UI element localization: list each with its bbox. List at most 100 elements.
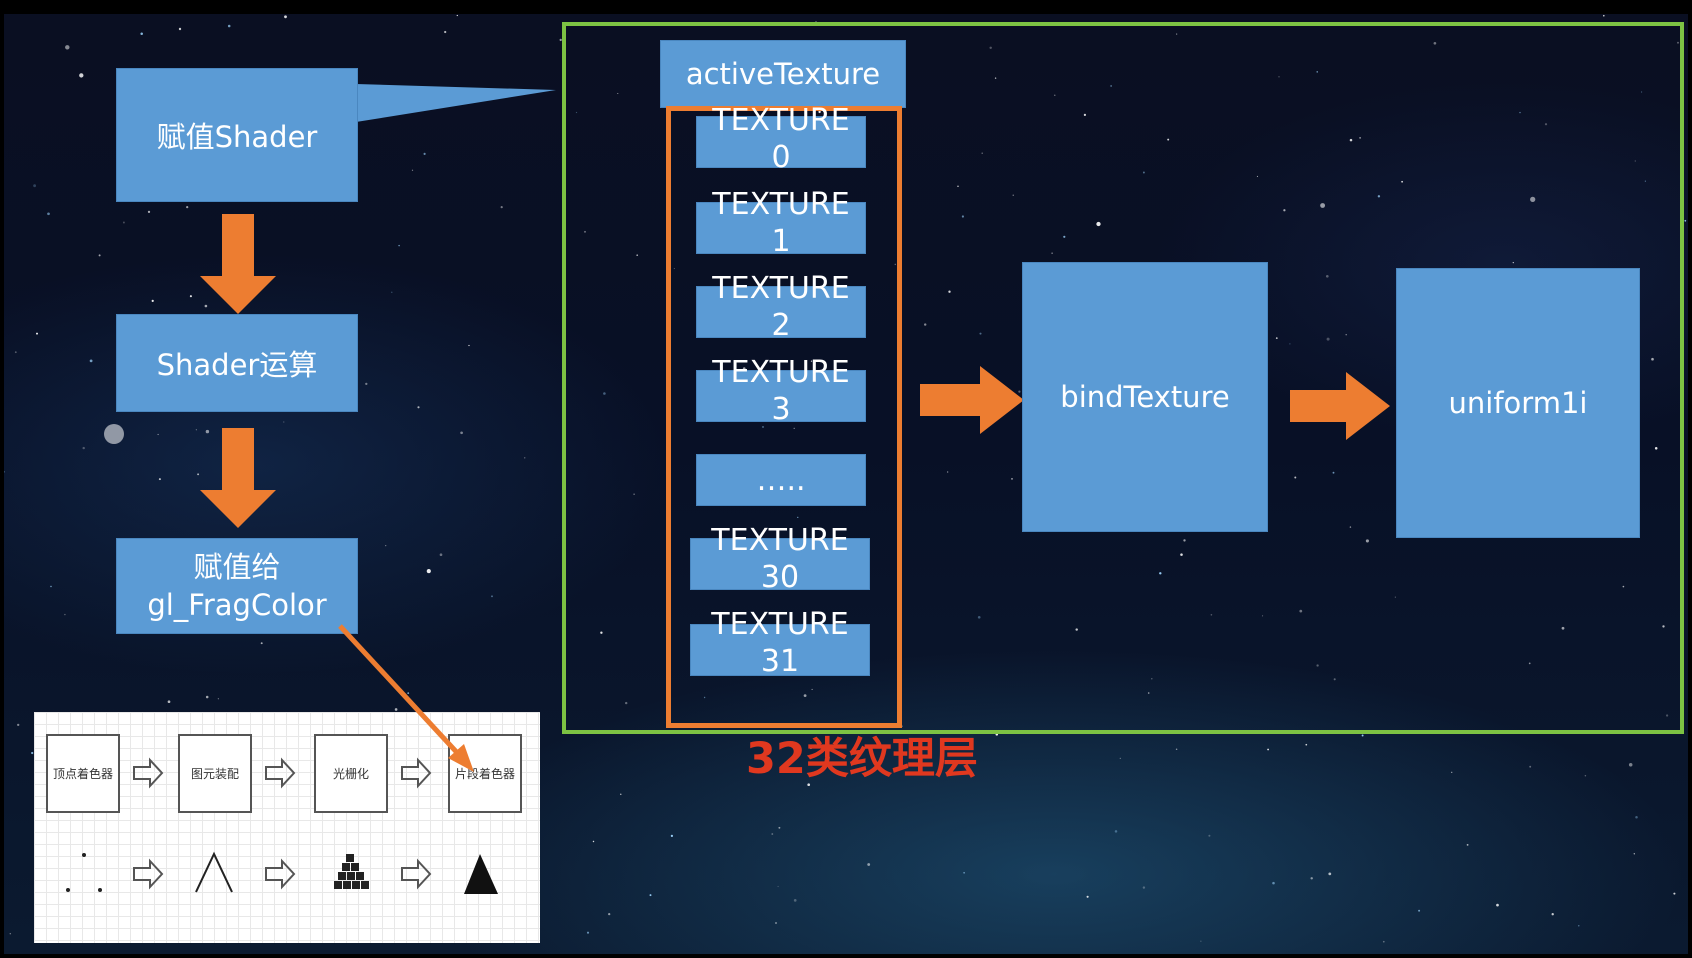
- bind-texture-box: bindTexture: [1022, 262, 1268, 532]
- star: [64, 613, 66, 616]
- star: [1677, 41, 1679, 44]
- texture-layers-caption: 32类纹理层: [746, 734, 978, 784]
- star: [1530, 196, 1536, 203]
- texture-unit-ellipsis: …..: [696, 454, 866, 506]
- star: [603, 392, 606, 395]
- star: [636, 254, 639, 257]
- star: [807, 783, 811, 787]
- star: [673, 268, 675, 270]
- down-arrow-2: [200, 428, 276, 528]
- star: [1256, 175, 1258, 177]
- star: [1119, 757, 1121, 760]
- star: [1628, 763, 1633, 767]
- uniform1i-box: uniform1i: [1396, 268, 1640, 538]
- texture-unit-31: TEXTURE 31: [690, 607, 870, 679]
- star: [1394, 596, 1396, 598]
- primitive-triangle-icon: [195, 851, 233, 893]
- star: [1365, 539, 1369, 543]
- star: [365, 382, 368, 386]
- star: [50, 585, 52, 588]
- star: [1294, 476, 1297, 479]
- star: [1147, 692, 1150, 694]
- star: [31, 751, 34, 755]
- texture-unit-30: TEXTURE 30: [690, 523, 870, 595]
- star: [398, 244, 400, 247]
- star: [17, 723, 20, 727]
- rasterized-triangle-icon: [334, 854, 369, 889]
- hollow-arrow-icon: [133, 757, 432, 890]
- star: [1433, 41, 1437, 45]
- star: [1180, 553, 1183, 556]
- texture-unit-0: TEXTURE 0: [696, 103, 866, 175]
- star: [205, 695, 209, 699]
- star: [1544, 123, 1548, 126]
- star: [1305, 743, 1308, 746]
- star: [1584, 775, 1587, 777]
- star: [1654, 447, 1658, 450]
- star: [1673, 892, 1676, 895]
- star: [811, 688, 813, 690]
- star: [703, 696, 706, 699]
- texture-unit-2-label: TEXTURE 2: [712, 271, 850, 343]
- star: [500, 205, 503, 209]
- star: [524, 457, 526, 459]
- star: [14, 351, 17, 354]
- texture-unit-30-label: TEXTURE 30: [711, 523, 849, 595]
- star: [1142, 886, 1146, 889]
- star: [426, 569, 431, 574]
- star: [1063, 235, 1066, 238]
- star: [1200, 940, 1202, 942]
- star: [1175, 748, 1178, 750]
- star: [197, 473, 200, 476]
- star: [89, 359, 93, 363]
- star: [1096, 221, 1101, 227]
- star: [1622, 585, 1625, 588]
- star: [742, 367, 746, 370]
- star: [617, 92, 619, 95]
- star: [1110, 85, 1112, 87]
- right-arrow-to-bind: [920, 366, 1024, 434]
- active-texture-label: activeTexture: [685, 57, 881, 91]
- bright-star: [104, 424, 124, 444]
- pipeline-stage-vertex-shader-label: 顶点着色器: [52, 767, 113, 781]
- texture-unit-1: TEXTURE 1: [696, 187, 866, 259]
- star: [600, 631, 603, 634]
- star: [1278, 75, 1280, 78]
- star: [1159, 572, 1162, 575]
- star: [803, 694, 807, 697]
- star: [818, 110, 821, 114]
- star: [977, 615, 981, 619]
- texture-units-frame: [666, 106, 902, 728]
- star: [1644, 180, 1646, 182]
- star: [391, 291, 393, 293]
- star: [47, 212, 50, 216]
- star: [957, 185, 959, 187]
- star: [1528, 662, 1531, 665]
- render-pipeline-panel: 顶点着色器 图元装配 光栅化 片段着色器: [34, 712, 540, 943]
- star: [775, 922, 777, 924]
- star: [1662, 625, 1665, 628]
- star: [1283, 209, 1286, 212]
- star: [1603, 14, 1605, 17]
- star: [65, 45, 70, 50]
- star: [1635, 816, 1638, 819]
- pipeline-stage-primitive-assembly-label: 图元装配: [190, 767, 239, 781]
- assign-fragcolor-box: 赋值给 gl_FragColor: [116, 538, 358, 634]
- star: [460, 431, 463, 435]
- star: [1333, 678, 1336, 681]
- star: [1466, 843, 1469, 846]
- star: [1349, 526, 1352, 528]
- star: [260, 642, 263, 645]
- star: [793, 899, 797, 902]
- star: [439, 553, 443, 557]
- star: [608, 912, 611, 916]
- star: [1272, 881, 1275, 885]
- star: [961, 215, 964, 218]
- star: [867, 863, 871, 866]
- star: [227, 24, 231, 28]
- star: [778, 826, 781, 829]
- star: [584, 230, 586, 233]
- star: [1267, 748, 1269, 751]
- star: [1332, 471, 1335, 474]
- star: [491, 595, 493, 598]
